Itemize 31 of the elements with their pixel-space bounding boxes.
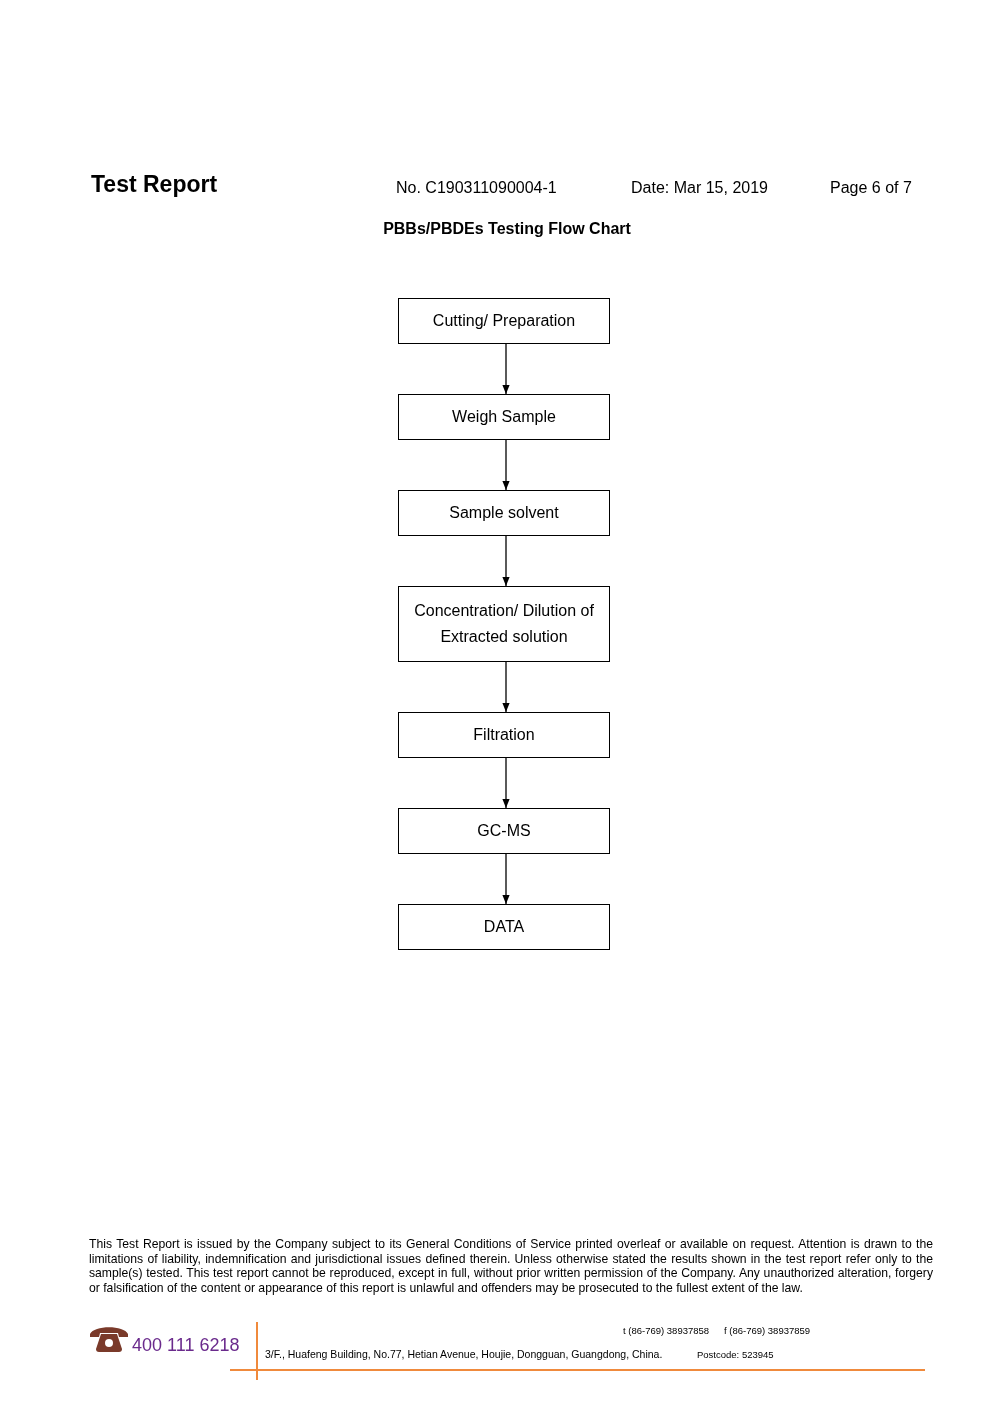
fax-number: f (86-769) 38937859 xyxy=(724,1325,811,1336)
step-text: Concentration/ Dilution of Extracted solution xyxy=(413,601,595,647)
step-text: Cutting/ Preparation xyxy=(432,311,576,331)
process-box xyxy=(398,586,610,662)
step-text: Weigh Sample xyxy=(452,407,556,427)
address-text: 3/F., Huafeng Building, No.77, Hetian Avenue, Houjie, Dongguan, Guangdong, China. xyxy=(265,1348,663,1360)
report-number: No. C190311090004-1 xyxy=(396,179,557,197)
page-number: Page 6 of 7 xyxy=(830,179,912,197)
disclaimer-paragraph: This Test Report is issued by the Company subject to its General Conditions of Service printed overleaf or available on request. Attention is drawn to the limitations of liability, indemnification and jurisdictional issues defined therein. Unless otherwise stated the results shown in the test report refer only to the sample(s) tested. This test report cannot be reproduced, except in full, without prior written permission of the Company. Any unauthorized alteration, forgery or falsification of the content or appearance of this report is unlawful and offenders may be prosecuted to the fullest extent of the law. xyxy=(89,1237,933,1295)
process-box xyxy=(398,490,610,536)
arrow xyxy=(502,853,510,905)
postcode-text: Postcode: 523945 xyxy=(697,1349,774,1360)
hotline-number: 400 111 6218 xyxy=(132,1335,240,1356)
process-box xyxy=(398,298,610,344)
telephone-number: t (86-769) 38937858 xyxy=(623,1325,710,1336)
arrow xyxy=(502,535,510,587)
step-text: Filtration xyxy=(473,725,535,745)
step-text: DATA xyxy=(483,917,525,937)
report-date: Date: Mar 15, 2019 xyxy=(631,179,768,197)
arrow xyxy=(502,343,510,395)
step-text: GC-MS xyxy=(477,821,531,841)
arrow xyxy=(502,757,510,809)
report-heading: Test Report xyxy=(91,171,218,198)
process-box xyxy=(398,712,610,758)
chart-title: PBBs/PBDEs Testing Flow Chart xyxy=(382,220,632,238)
process-box xyxy=(398,394,610,440)
process-box xyxy=(398,904,610,950)
arrow xyxy=(502,439,510,491)
step-text: Sample solvent xyxy=(449,503,559,523)
process-box xyxy=(398,808,610,854)
arrow xyxy=(502,661,510,713)
